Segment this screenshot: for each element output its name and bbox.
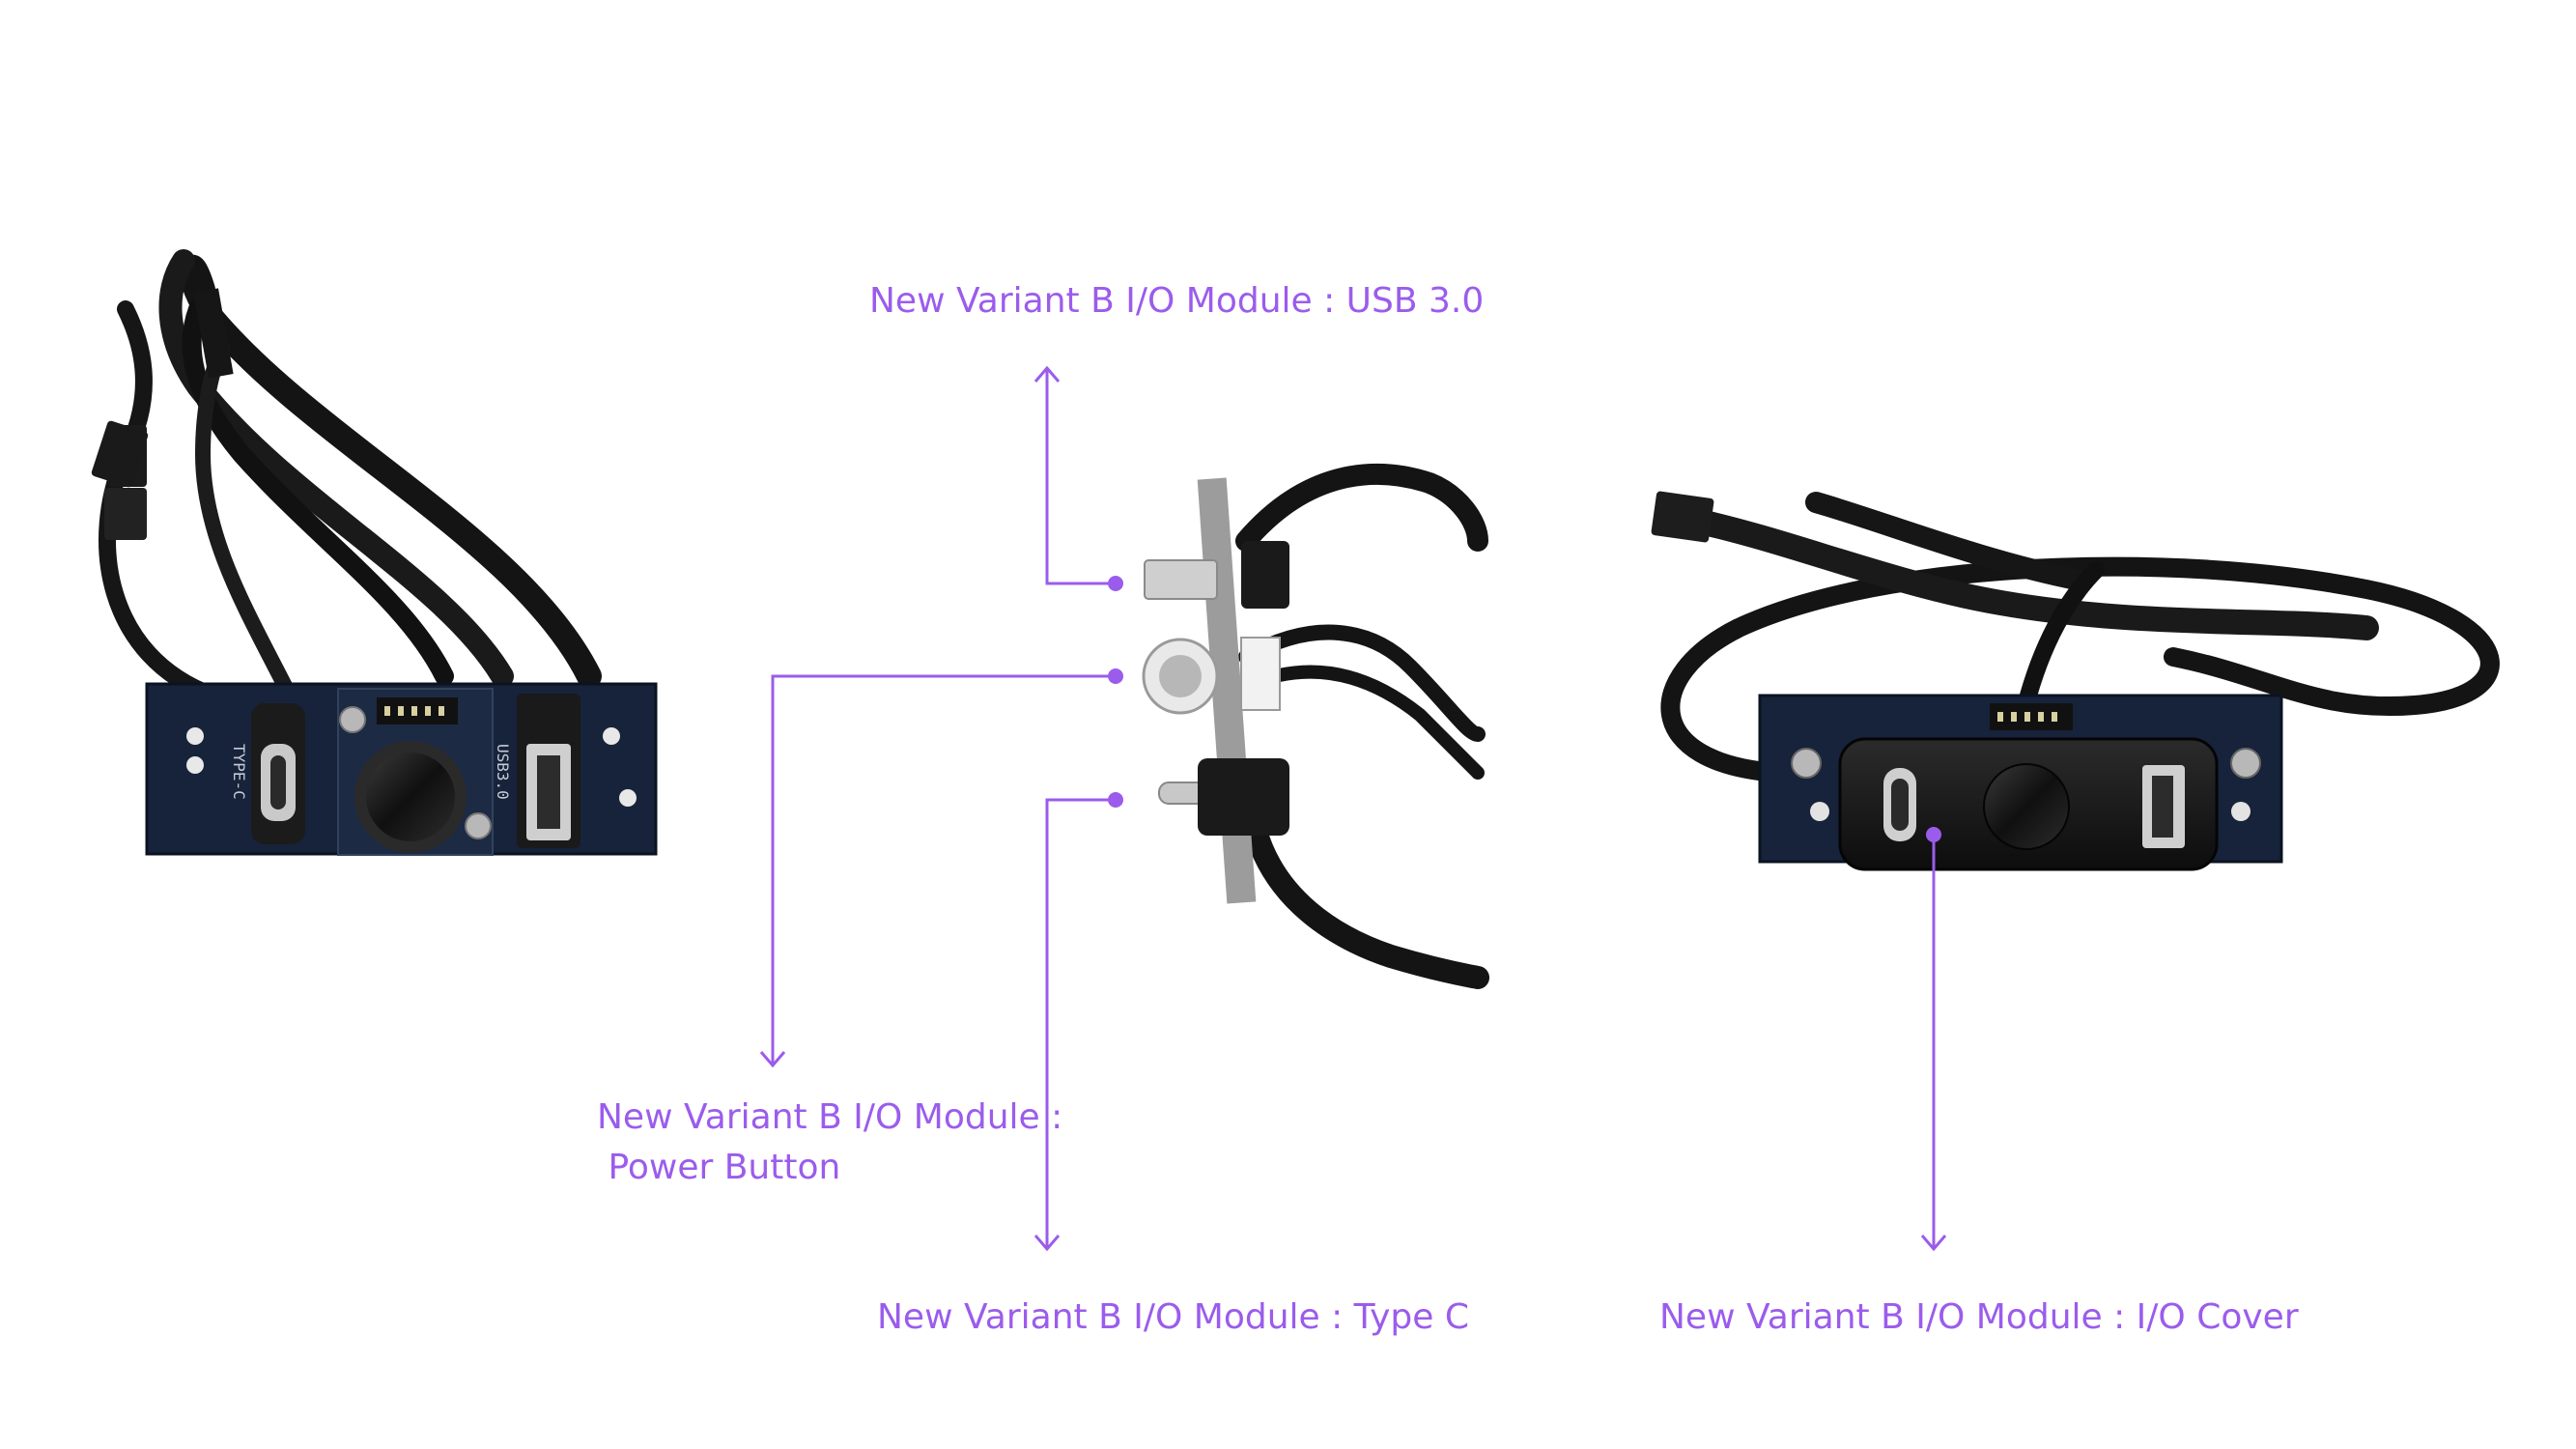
right-module-photo <box>1651 491 2500 871</box>
left-typec-label: TYPE-C <box>230 744 248 800</box>
left-pcb-mount-hole-right-2 <box>619 789 637 807</box>
right-cover-typec-port <box>1883 768 1916 841</box>
right-pin-header-pins <box>1997 712 2057 722</box>
callout-dots <box>1108 576 1941 842</box>
dot-cover <box>1926 827 1941 842</box>
leader-typec <box>1045 798 1116 1248</box>
leader-usb <box>1045 369 1116 585</box>
left-power-knob <box>366 753 455 841</box>
dot-power <box>1108 668 1123 684</box>
right-screw-left <box>1791 748 1822 779</box>
left-module-connectors <box>91 288 234 540</box>
leader-usb-arrowhead <box>1033 365 1061 383</box>
left-usb-port <box>517 694 580 848</box>
right-pcb-hole-left <box>1810 802 1829 821</box>
left-pcb-mount-hole-right <box>603 727 620 745</box>
callout-leaders <box>759 365 1947 1252</box>
middle-module-cables <box>1235 463 1489 989</box>
middle-pin-header <box>1240 637 1281 711</box>
middle-typec-housing <box>1198 758 1289 836</box>
left-pcb-mount-hole-left <box>186 727 204 745</box>
middle-usb-connector <box>1144 559 1218 600</box>
right-cover-usb-port <box>2142 765 2185 848</box>
left-pcb-mount-hole-left-2 <box>186 756 204 774</box>
callout-power-line-1: New Variant B I/O Module : <box>597 1097 1063 1137</box>
dot-typec <box>1108 792 1123 808</box>
middle-power-button-center <box>1159 655 1202 697</box>
callout-usb-label: New Variant B I/O Module : USB 3.0 <box>869 281 1485 321</box>
left-module-photo: TYPE-C USB3.0 <box>91 249 658 856</box>
right-module-ribbon-connector <box>1651 491 1714 543</box>
dot-usb <box>1108 576 1123 591</box>
leader-cover-arrowhead <box>1920 1235 1947 1252</box>
left-typec-port <box>251 703 305 844</box>
right-module-cables <box>1660 492 2500 782</box>
leader-power-arrowhead <box>759 1051 786 1068</box>
left-usb-label: USB3.0 <box>494 744 512 800</box>
left-screw-bottom <box>465 812 492 839</box>
callout-power-label: New Variant B I/O Module : Power Button <box>597 1093 1062 1193</box>
right-pcb-hole-right <box>2231 802 2250 821</box>
callout-typec-label: New Variant B I/O Module : Type C <box>877 1297 1469 1337</box>
right-screw-right <box>2230 748 2261 779</box>
leader-power <box>771 674 1116 1065</box>
middle-module-photo <box>1142 463 1489 989</box>
right-pin-header <box>1990 703 2073 730</box>
left-screw-top <box>339 706 366 733</box>
right-cover-power-knob <box>1983 763 2070 850</box>
leader-typec-arrowhead <box>1033 1235 1061 1252</box>
middle-usb-housing <box>1241 541 1289 609</box>
left-module-cables <box>99 249 602 704</box>
callout-power-line-2: Power Button <box>597 1148 841 1187</box>
callout-cover-label: New Variant B I/O Module : I/O Cover <box>1659 1297 2299 1337</box>
left-pin-header-pins <box>384 706 444 716</box>
